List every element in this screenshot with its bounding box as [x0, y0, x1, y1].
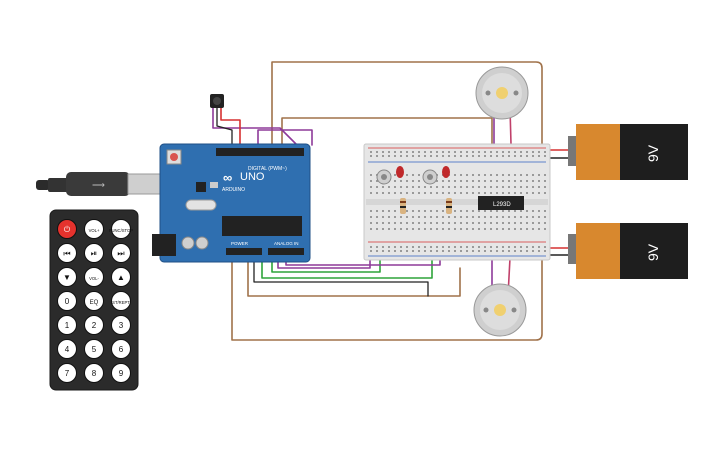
digital-header[interactable]: [216, 148, 304, 156]
remote-button-label: 2: [92, 321, 97, 330]
wire-black-gnd[interactable]: [253, 254, 429, 297]
usb-icon: ⟶: [92, 180, 105, 190]
remote-button-vol-[interactable]: VOL+: [84, 219, 104, 239]
remote-button-label: 3: [119, 321, 124, 330]
remote-button-eq[interactable]: EQ: [84, 291, 104, 311]
wire-brown-bottom[interactable]: [231, 157, 543, 341]
remote-button-7[interactable]: 7: [57, 363, 77, 383]
digital-label: DIGITAL (PWM~): [248, 166, 287, 172]
arduino-uno-board[interactable]: DIGITAL (PWM~) ∞ UNO ARDUINO POWER ANALO…: [152, 143, 311, 263]
remote-button-power[interactable]: ⏻: [57, 219, 77, 239]
l293d-chip[interactable]: L293D: [478, 196, 524, 210]
remote-button-label: EQ: [90, 300, 99, 306]
battery-bottom-label: 9V: [645, 243, 661, 261]
remote-button-8[interactable]: 8: [84, 363, 104, 383]
remote-button-label: 0: [65, 297, 70, 306]
remote-button-9[interactable]: 9: [111, 363, 131, 383]
remote-button-label: 5: [92, 345, 97, 354]
dc-motor-top[interactable]: [475, 66, 529, 120]
breadboard-holes: [370, 151, 546, 252]
next-icon: ⏭: [117, 249, 124, 258]
prev-icon: ⏮: [63, 249, 70, 258]
remote-button-6[interactable]: 6: [111, 339, 131, 359]
remote-button-label: VOL-: [89, 276, 99, 281]
remote-button-0[interactable]: 0: [57, 291, 77, 311]
up-icon: ▲: [117, 273, 125, 282]
analog-header[interactable]: [268, 248, 304, 255]
remote-button-label: 1: [65, 321, 70, 330]
remote-button-prev[interactable]: ⏮: [57, 243, 77, 263]
breadboard[interactable]: [363, 143, 551, 261]
arduino-logo-icon: ∞: [223, 170, 232, 185]
ir-receiver[interactable]: [210, 94, 224, 108]
wire-ir-red[interactable]: [220, 107, 241, 161]
remote-button-down[interactable]: ▼: [57, 267, 77, 287]
remote-button-2[interactable]: 2: [84, 315, 104, 335]
remote-button-vol-[interactable]: VOL-: [84, 267, 104, 287]
remote-button-label: 6: [119, 345, 124, 354]
power-jack[interactable]: [152, 234, 176, 256]
remote-button-label: 8: [92, 369, 97, 378]
remote-button-1[interactable]: 1: [57, 315, 77, 335]
wire-purple-mid[interactable]: [257, 129, 313, 151]
ir-remote[interactable]: ⏻ VOL+ FUNC/STOP ⏮ ⏯ ⏭ ▼ VOL- ▲ 0 EQ ST/REPT 1 2 3 4 5 6 7…: [49, 209, 139, 391]
remote-button-label: ST/REPT: [112, 300, 130, 305]
arduino-brand: ARDUINO: [222, 187, 245, 193]
wire-brown-top[interactable]: [271, 61, 543, 151]
remote-button-up[interactable]: ▲: [111, 267, 131, 287]
component-photoresistor-2[interactable]: [422, 169, 438, 185]
analog-label: ANALOG IN: [274, 241, 299, 246]
power-header[interactable]: [226, 248, 262, 255]
battery-9v-bottom[interactable]: 9V: [568, 223, 688, 279]
remote-button-play[interactable]: ⏯: [84, 243, 104, 263]
battery-top-label: 9V: [645, 144, 661, 162]
remote-button-label: 7: [65, 369, 70, 378]
play-icon: ⏯: [91, 249, 97, 258]
remote-button-label: 4: [65, 345, 70, 354]
remote-button-label: VOL+: [89, 228, 100, 233]
arduino-model: UNO: [240, 171, 265, 183]
led-red-2[interactable]: [442, 166, 450, 178]
remote-buttons: ⏻ VOL+ FUNC/STOP ⏮ ⏯ ⏭ ▼ VOL- ▲ 0 EQ ST/REPT 1 2 3 4 5 6 7…: [57, 219, 133, 383]
wire-brown-mid[interactable]: [281, 117, 493, 156]
remote-button-label: 9: [119, 369, 124, 378]
remote-button-5[interactable]: 5: [84, 339, 104, 359]
dc-motor-bottom[interactable]: [473, 283, 527, 337]
atmega-chip: [222, 216, 302, 236]
battery-9v-top[interactable]: 9V: [568, 124, 688, 180]
resistor-2[interactable]: [446, 198, 452, 214]
wire-brown-lower[interactable]: [247, 254, 461, 297]
remote-button-3[interactable]: 3: [111, 315, 131, 335]
led-red-1[interactable]: [396, 166, 404, 178]
usb-cable[interactable]: ⟶: [36, 172, 167, 196]
driver-label: L293D: [493, 202, 511, 208]
down-icon: ▼: [63, 273, 71, 282]
remote-button-func-stop[interactable]: FUNC/STOP: [109, 219, 133, 239]
remote-button-4[interactable]: 4: [57, 339, 77, 359]
power-icon: ⏻: [64, 225, 71, 234]
remote-button-st-rept[interactable]: ST/REPT: [111, 291, 131, 311]
resistor-1[interactable]: [400, 198, 406, 214]
power-label: POWER: [231, 241, 249, 246]
remote-button-label: FUNC/STOP: [109, 228, 133, 233]
component-photoresistor-1[interactable]: [376, 169, 392, 185]
reset-button[interactable]: [170, 153, 178, 161]
remote-button-next[interactable]: ⏭: [111, 243, 131, 263]
wire-ir-purple[interactable]: [212, 107, 301, 149]
